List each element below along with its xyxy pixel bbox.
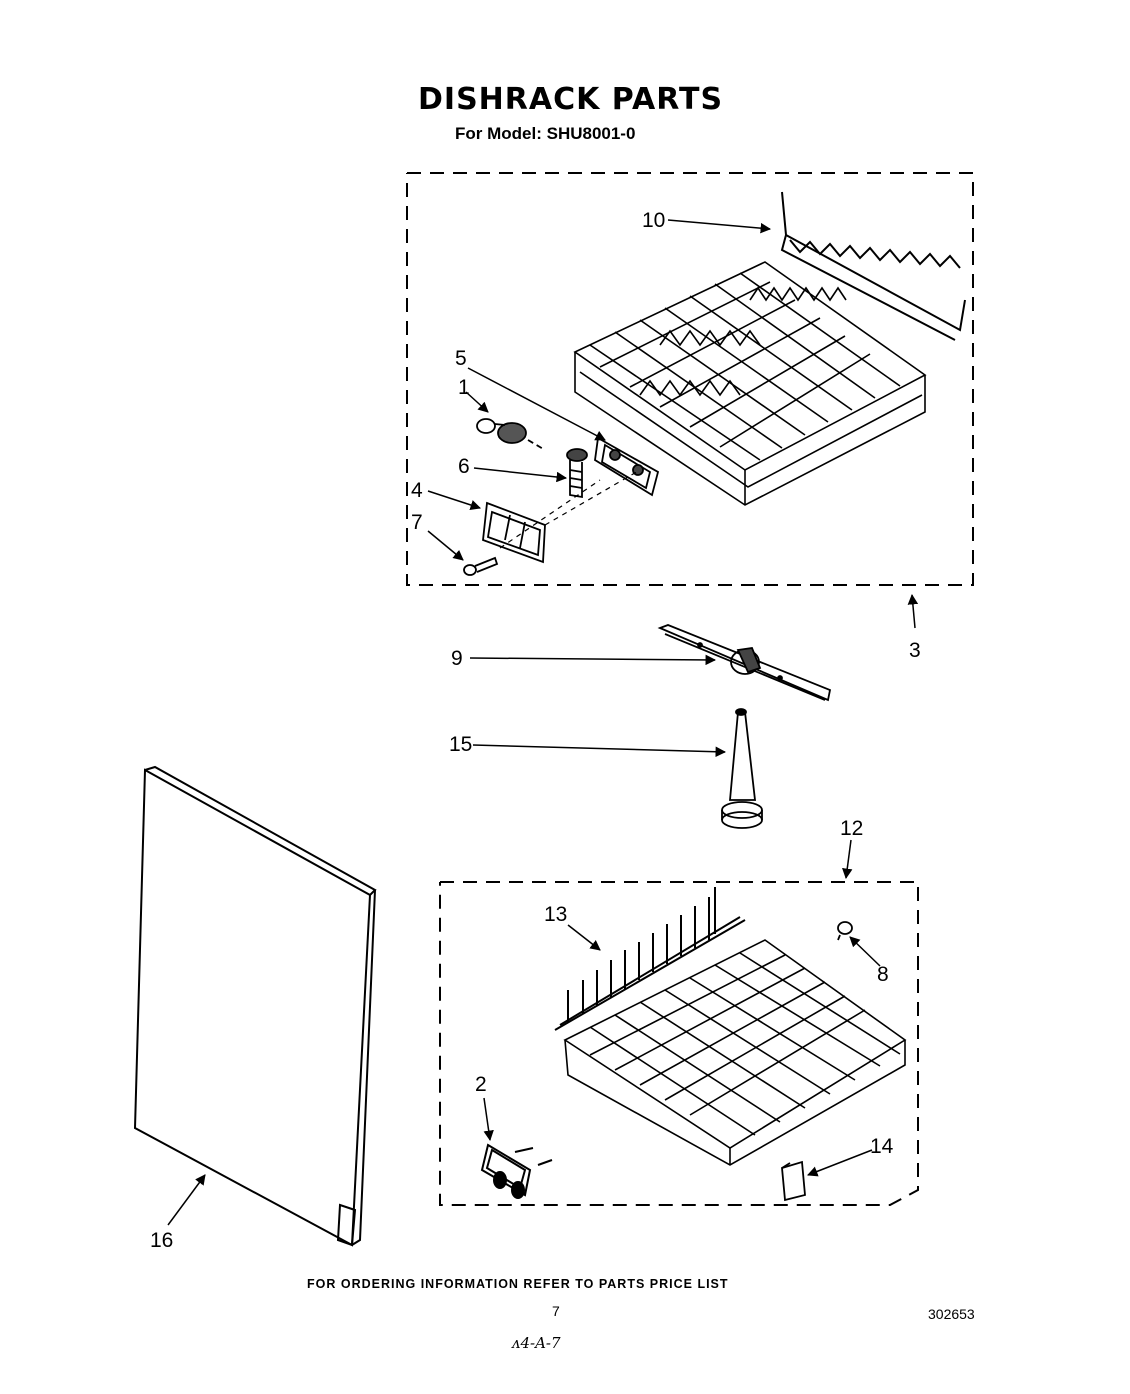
callout-15: 15 xyxy=(449,733,473,756)
handwritten-mark: ᴧ4-A-7 xyxy=(512,1334,561,1352)
lower-rack-assembly-box xyxy=(439,881,919,1206)
screw-part-7 xyxy=(463,556,499,576)
ordering-information-note: FOR ORDERING INFORMATION REFER TO PARTS … xyxy=(307,1277,729,1291)
upper-rack-assembly-box xyxy=(406,172,974,586)
document-number: 302653 xyxy=(928,1306,975,1322)
tine-row-part-13 xyxy=(554,887,746,1031)
model-subtitle: For Model: SHU8001-0 xyxy=(455,124,636,143)
assembly-guide-lines xyxy=(499,469,641,549)
spray-arm-part-9 xyxy=(657,624,832,702)
callout-16: 16 xyxy=(150,1229,174,1252)
stud-part-6 xyxy=(566,448,588,499)
lower-rack-basket xyxy=(563,939,907,1166)
callout-2: 2 xyxy=(475,1073,487,1096)
spray-tube-part-15 xyxy=(721,708,763,829)
page-number: 7 xyxy=(552,1303,560,1319)
callout-3: 3 xyxy=(909,639,921,662)
cup-shelf-part-10 xyxy=(780,191,966,341)
callout-14: 14 xyxy=(870,1135,894,1158)
roller-part-2 xyxy=(480,1143,553,1199)
end-cap-part-14 xyxy=(781,1160,806,1202)
callout-9: 9 xyxy=(451,647,463,670)
callout-13: 13 xyxy=(544,903,568,926)
clip-part-8 xyxy=(837,921,853,941)
upper-rack-basket xyxy=(573,261,927,506)
callout-5: 5 xyxy=(455,347,467,370)
adjuster-part-5 xyxy=(594,436,660,497)
callout-8: 8 xyxy=(877,963,889,986)
page-title: DISHRACK PARTS xyxy=(418,82,724,117)
callout-1: 1 xyxy=(458,376,470,399)
door-panel-part-16 xyxy=(133,765,377,1247)
leader-arrows xyxy=(167,219,919,1226)
callout-6: 6 xyxy=(458,455,470,478)
callout-4: 4 xyxy=(411,479,423,502)
callout-10: 10 xyxy=(642,209,666,232)
cover-part-4 xyxy=(482,501,546,564)
callout-12: 12 xyxy=(840,817,864,840)
callout-7: 7 xyxy=(411,511,423,534)
roller-part-1 xyxy=(476,418,546,451)
